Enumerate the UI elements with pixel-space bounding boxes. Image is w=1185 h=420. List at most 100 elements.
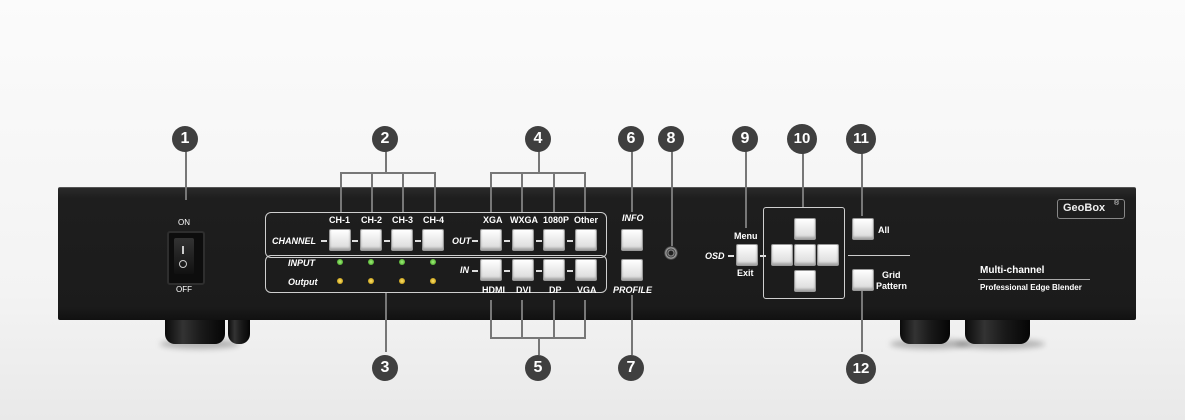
out-1080p-button[interactable]: [543, 229, 565, 251]
in-label: IN: [460, 265, 469, 275]
dpad-down-button[interactable]: [794, 270, 816, 292]
out-other-button[interactable]: [575, 229, 597, 251]
menu-exit-button[interactable]: [736, 244, 758, 266]
callout-line: [385, 292, 387, 352]
power-switch[interactable]: [167, 231, 205, 285]
separator: [567, 240, 573, 242]
separator: [536, 240, 542, 242]
exit-label: Exit: [737, 268, 754, 278]
output-led-ch1: [337, 278, 343, 284]
callout-line: [185, 150, 187, 200]
profile-label: PROFILE: [613, 285, 653, 295]
menu-label: Menu: [734, 231, 758, 241]
all-button[interactable]: [852, 218, 874, 240]
in-dp-button[interactable]: [543, 259, 565, 281]
separator: [384, 240, 390, 242]
in-vga-label: VGA: [577, 285, 597, 295]
ch4-button[interactable]: [422, 229, 444, 251]
separator: [504, 270, 510, 272]
in-hdmi-button[interactable]: [480, 259, 502, 281]
device-front-panel: [58, 187, 1136, 320]
callout-line: [434, 172, 436, 212]
input-led-ch2: [368, 259, 374, 265]
foot-shadow: [160, 339, 240, 349]
callout-line: [861, 290, 863, 352]
dpad-left-button[interactable]: [771, 244, 793, 266]
output-led-ch3: [399, 278, 405, 284]
divider: [978, 279, 1090, 280]
device-foot: [228, 320, 250, 344]
channel-label: CHANNEL: [272, 236, 316, 246]
separator: [472, 240, 478, 242]
separator: [536, 270, 542, 272]
out-wxga-button[interactable]: [512, 229, 534, 251]
ch2-button[interactable]: [360, 229, 382, 251]
out-label: OUT: [452, 236, 471, 246]
info-label: INFO: [622, 213, 644, 223]
divider: [848, 255, 910, 256]
callout-line: [631, 150, 633, 212]
separator: [504, 240, 510, 242]
callout-line: [584, 300, 586, 338]
grid-label-line2: Pattern: [876, 281, 908, 291]
grid-pattern-button[interactable]: [852, 269, 874, 291]
callout-line: [861, 152, 863, 216]
output-led-ch4: [430, 278, 436, 284]
dpad-frame: [763, 207, 845, 299]
dpad-center-button[interactable]: [794, 244, 816, 266]
callout-badge-10: 10: [787, 124, 817, 154]
power-on-label: ON: [178, 218, 190, 227]
ch1-label: CH-1: [329, 215, 351, 225]
callout-line: [521, 172, 523, 212]
ir-sensor-icon: [664, 246, 678, 260]
ch4-label: CH-4: [423, 215, 445, 225]
ch3-button[interactable]: [391, 229, 413, 251]
ch1-button[interactable]: [329, 229, 351, 251]
registered-mark: ®: [1114, 200, 1120, 207]
callout-badge-4: 4: [525, 126, 551, 152]
selector-panel-top: [265, 212, 607, 258]
brand-logo: GeoBox: [1063, 202, 1106, 214]
out-1080p-label: 1080P: [543, 215, 570, 225]
product-name-line2: Professional Edge Blender: [980, 283, 1082, 292]
callout-line: [490, 300, 492, 338]
foot-shadow: [955, 339, 1045, 349]
separator: [472, 270, 478, 272]
device-foot: [165, 320, 225, 344]
callout-line: [340, 172, 342, 212]
all-label: All: [878, 225, 890, 235]
dpad-right-button[interactable]: [817, 244, 839, 266]
callout-line: [553, 172, 555, 212]
in-dvi-button[interactable]: [512, 259, 534, 281]
callout-line: [538, 150, 540, 172]
separator: [415, 240, 421, 242]
callout-line: [371, 172, 373, 212]
dpad-up-button[interactable]: [794, 218, 816, 240]
output-led-ch2: [368, 278, 374, 284]
input-led-label: INPUT: [288, 258, 315, 268]
product-name-line1: Multi-channel: [980, 265, 1045, 276]
in-hdmi-label: HDMI: [482, 285, 505, 295]
out-xga-label: XGA: [483, 215, 503, 225]
in-vga-button[interactable]: [575, 259, 597, 281]
separator: [567, 270, 573, 272]
input-led-ch4: [430, 259, 436, 265]
foot-shadow: [890, 339, 970, 349]
info-button[interactable]: [621, 229, 643, 251]
ch2-label: CH-2: [361, 215, 383, 225]
osd-label: OSD: [705, 251, 725, 261]
device-foot: [965, 320, 1030, 344]
separator: [728, 255, 734, 257]
out-xga-button[interactable]: [480, 229, 502, 251]
selector-panel-bottom: [265, 255, 607, 293]
callout-line: [340, 172, 436, 174]
callout-line: [385, 150, 387, 172]
device-foot: [900, 320, 950, 344]
callout-line: [538, 337, 540, 355]
input-led-ch3: [399, 259, 405, 265]
profile-button[interactable]: [621, 259, 643, 281]
input-led-ch1: [337, 259, 343, 265]
callout-badge-3: 3: [372, 355, 398, 381]
callout-badge-9: 9: [732, 126, 758, 152]
